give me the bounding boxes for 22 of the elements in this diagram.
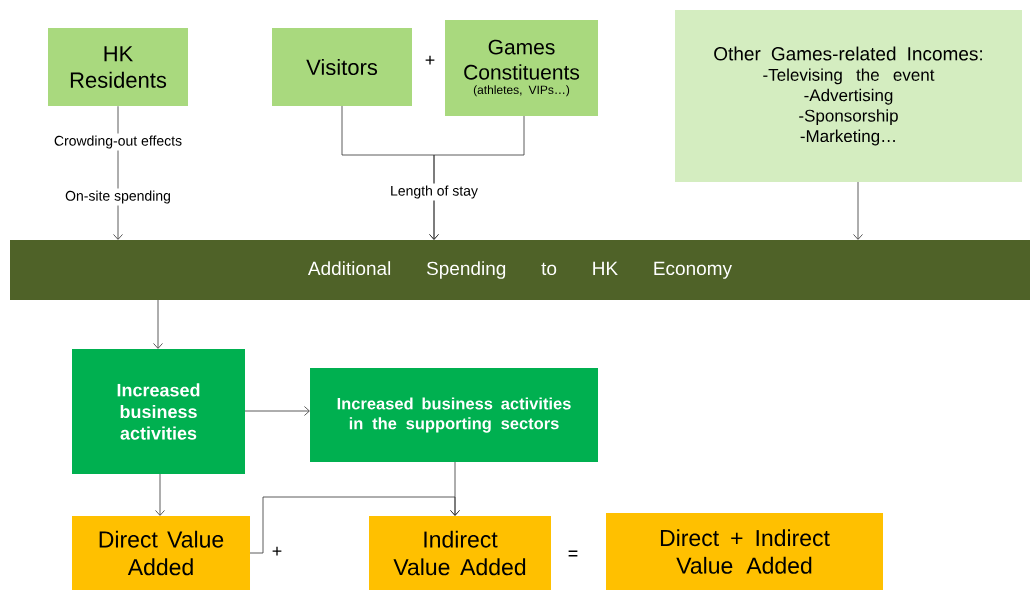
group-box: Games Constituents (athletes, VIPs…) bbox=[445, 20, 598, 116]
income-box: Other Games-related Incomes: -Televising the event -Advertising -Sponsorship -Marketing… bbox=[675, 10, 1022, 182]
arrow bbox=[249, 496, 460, 554]
process-box: Increased business activities bbox=[72, 349, 245, 474]
result-box: Direct + Indirect Value Added bbox=[606, 513, 883, 590]
spending-band: Additional Spending to HK Economy bbox=[10, 240, 1030, 300]
group-box: Visitors bbox=[272, 28, 412, 106]
arrow bbox=[153, 299, 163, 349]
plus-sign: + bbox=[422, 53, 438, 69]
arrow bbox=[429, 115, 525, 240]
line-label: On-site spending bbox=[63, 188, 173, 206]
edge-label: Crowding-out effects bbox=[51, 133, 185, 151]
arrow bbox=[244, 406, 310, 416]
arrow bbox=[155, 473, 165, 516]
equals-sign: = bbox=[565, 548, 581, 562]
edge-label: Length of stay bbox=[388, 183, 480, 201]
result-box: Direct Value Added bbox=[72, 516, 250, 590]
group-box: HK Residents bbox=[48, 28, 188, 106]
arrow bbox=[853, 181, 863, 240]
plus-sign: + bbox=[269, 544, 285, 560]
result-box: Indirect Value Added bbox=[369, 516, 551, 590]
process-box: Increased business activities in the supporting sectors bbox=[310, 368, 598, 462]
